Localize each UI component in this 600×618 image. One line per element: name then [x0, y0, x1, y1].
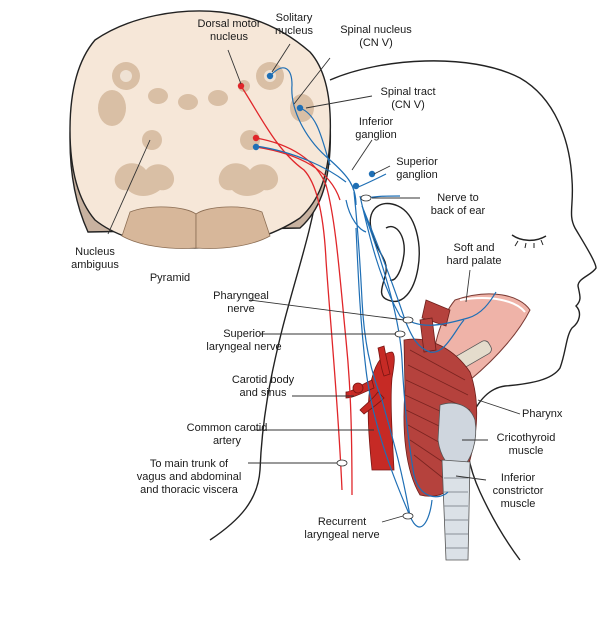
label-pharyngeal-nerve: Pharyngeal nerve [196, 290, 286, 316]
label-line: Nucleus [75, 246, 115, 258]
label-line: nerve [227, 303, 255, 315]
label-superior-ganglion: Superior ganglion [384, 156, 450, 182]
label-line: Nerve to [437, 192, 479, 204]
label-line: and thoracic viscera [140, 484, 238, 496]
label-inferior-ganglion: Inferior ganglion [344, 116, 408, 142]
leader-lines [107, 43, 521, 523]
label-line: muscle [500, 498, 536, 510]
label-line: To main trunk of [149, 458, 229, 470]
label-line: Superior [223, 328, 265, 340]
carotid-artery [345, 345, 395, 471]
label-line: laryngeal nerve [206, 341, 282, 353]
label-line: Pharynx [522, 408, 563, 420]
label-line: ganglion [396, 169, 438, 181]
label-line: Solitary [275, 12, 313, 24]
eyelashes [514, 239, 544, 249]
nerve-markers [237, 72, 414, 520]
label-line: nucleus [210, 31, 248, 43]
label-line: ganglion [355, 129, 397, 141]
label-nucleus-ambiguus: Nucleus ambiguus [60, 246, 130, 272]
label-line: Spinal nucleus [340, 24, 412, 36]
label-line: Spinal tract [380, 86, 436, 98]
label-recurrent-laryngeal: Recurrent laryngeal nerve [292, 516, 392, 542]
label-common-carotid: Common carotid artery [172, 422, 282, 448]
label-line: and sinus [239, 387, 287, 399]
label-solitary-nucleus: Solitary nucleus [264, 12, 324, 38]
label-palate: Soft and hard palate [434, 242, 514, 268]
label-line: artery [212, 435, 242, 447]
label-line: Cricothyroid [496, 432, 556, 444]
label-line: Pyramid [149, 272, 191, 284]
label-spinal-nucleus: Spinal nucleus (CN V) [326, 24, 426, 50]
label-line: Inferior [500, 472, 536, 484]
label-nerve-to-ear: Nerve to back of ear [418, 192, 498, 218]
label-line: Recurrent [317, 516, 367, 528]
label-dorsal-motor-nucleus: Dorsal motor nucleus [184, 18, 274, 44]
label-line: (CN V) [391, 99, 425, 111]
label-line: ambiguus [71, 259, 119, 271]
brainstem-section [69, 10, 332, 249]
label-line: constrictor [492, 485, 544, 497]
eye [511, 234, 547, 242]
label-line: Inferior [358, 116, 394, 128]
label-line: Soft and [453, 242, 495, 254]
label-spinal-tract: Spinal tract (CN V) [368, 86, 448, 112]
label-carotid-body: Carotid body and sinus [218, 374, 308, 400]
label-superior-laryngeal-nerve: Superior laryngeal nerve [194, 328, 294, 354]
label-line: muscle [508, 445, 544, 457]
label-cricothyroid: Cricothyroid muscle [486, 432, 566, 458]
label-line: laryngeal nerve [304, 529, 380, 541]
label-line: nucleus [275, 25, 313, 37]
label-line: Common carotid [186, 422, 268, 434]
label-line: (CN V) [359, 37, 393, 49]
label-main-trunk: To main trunk of vagus and abdominal and… [128, 458, 250, 497]
sensory-fibers [255, 67, 497, 528]
label-pyramid: Pyramid [140, 272, 200, 285]
label-line: back of ear [430, 205, 486, 217]
label-line: Pharyngeal [213, 290, 269, 302]
label-inferior-constrictor: Inferior constrictor muscle [480, 472, 556, 511]
label-line: Dorsal motor [197, 18, 261, 30]
ear [369, 202, 420, 303]
label-pharynx: Pharynx [522, 408, 592, 421]
label-line: Superior [396, 156, 438, 168]
label-line: Carotid body [231, 374, 295, 386]
label-line: hard palate [446, 255, 502, 267]
larynx-trachea [437, 402, 477, 561]
label-line: vagus and abdominal [136, 471, 242, 483]
